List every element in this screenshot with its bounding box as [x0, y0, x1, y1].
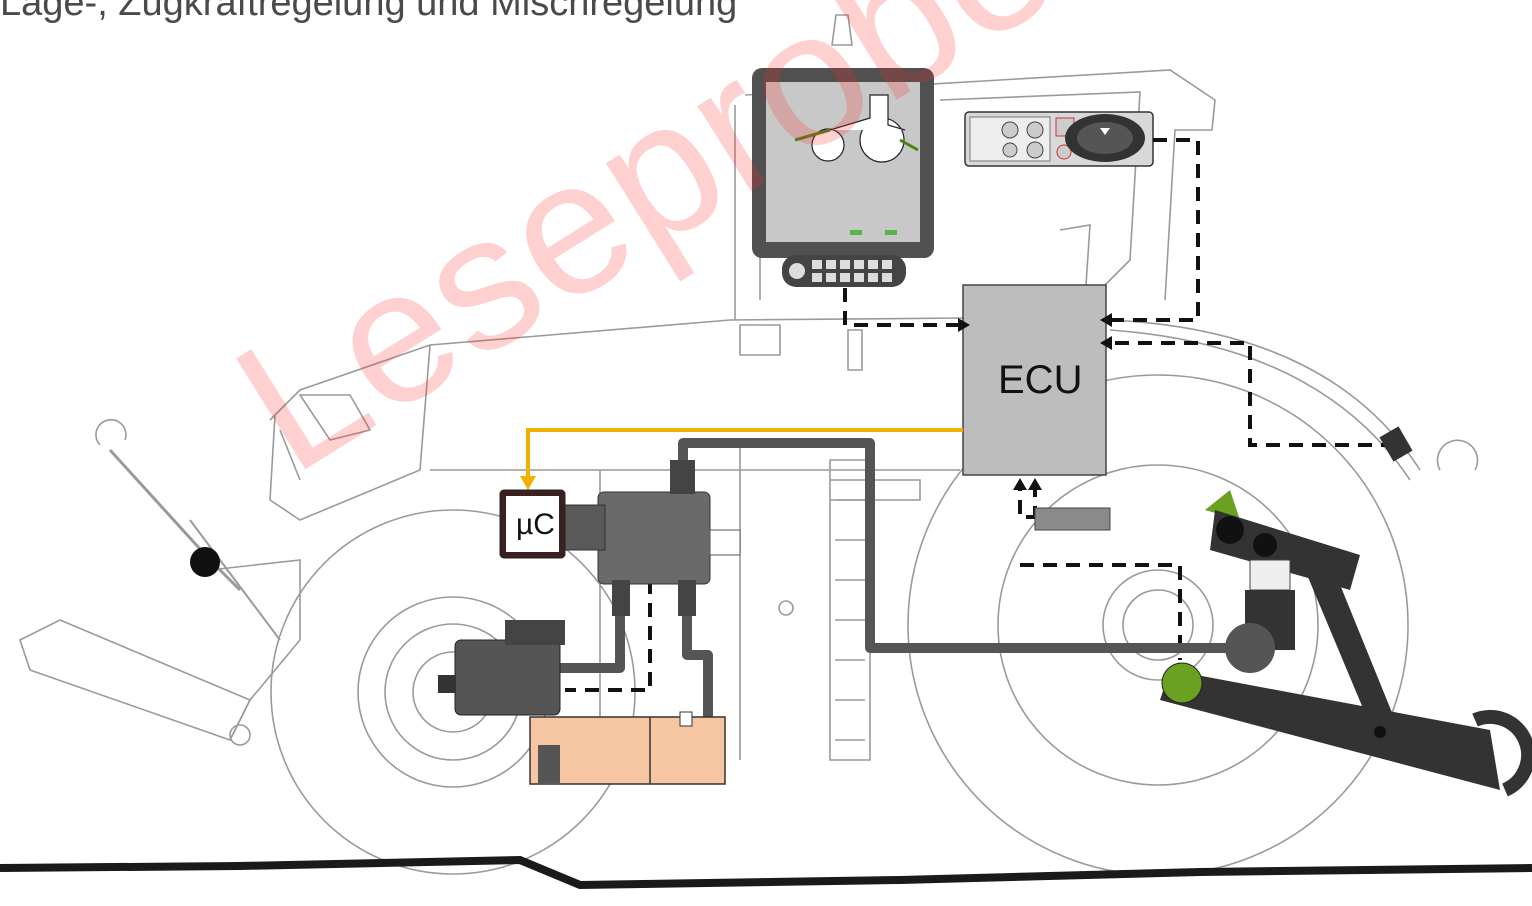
microcontroller-label: µC — [516, 508, 555, 542]
hydraulic-pump — [438, 620, 565, 715]
ecu-label: ECU — [998, 358, 1082, 403]
oil-tank — [530, 712, 725, 784]
rear-three-point-linkage — [1035, 426, 1528, 790]
control-panel — [965, 112, 1153, 166]
diagram-title: Lage-, Zugkraftregelung und Mischregelun… — [0, 0, 737, 25]
ground-line — [0, 860, 1532, 885]
terminal-display — [752, 68, 934, 287]
front-hitch-point — [190, 547, 220, 577]
